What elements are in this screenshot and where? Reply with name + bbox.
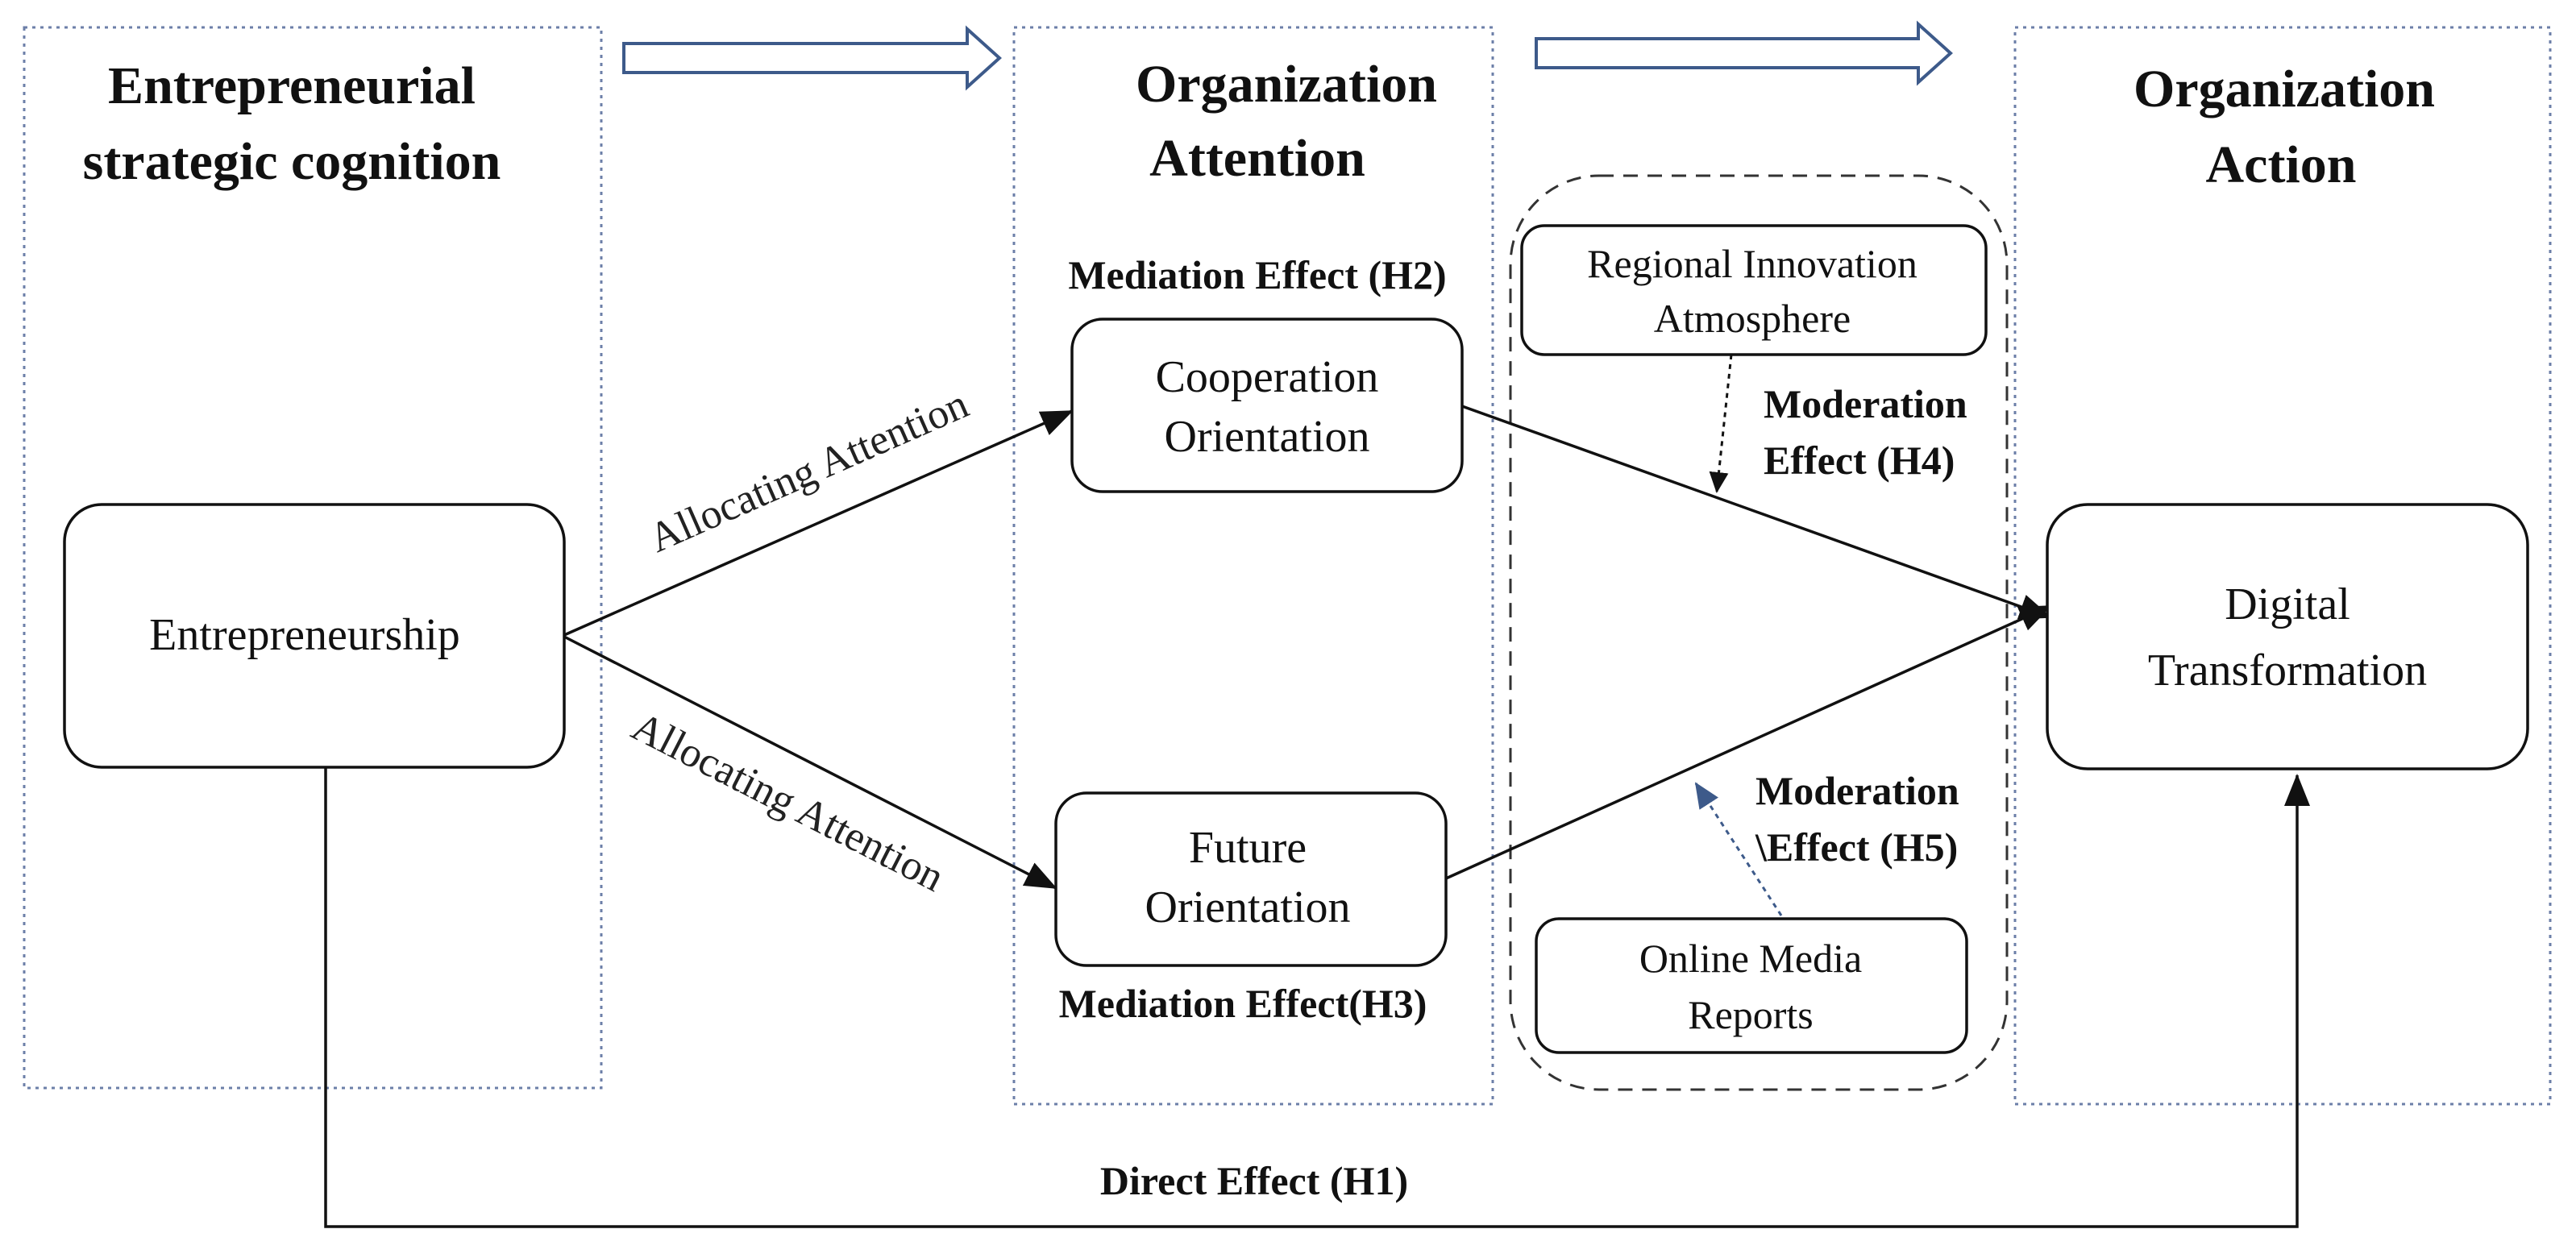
flow-arrow-1 — [622, 25, 1002, 91]
allocating-attention-upper-label: Allocating Attention — [642, 381, 975, 562]
node-future-orientation — [1054, 791, 1448, 967]
flow-arrow-2 — [1535, 20, 1953, 86]
mediation-h3-label: Mediation Effect(H3) — [1059, 981, 1427, 1026]
panel-title-action-line1: Organization — [2134, 60, 2435, 118]
node-digital-line1: Digital — [2225, 579, 2350, 629]
node-cooperation-line1: Cooperation — [1156, 352, 1379, 402]
mediation-h2-label: Mediation Effect (H2) — [1068, 252, 1446, 297]
node-regional-line2: Atmosphere — [1654, 296, 1851, 341]
panel-cognition — [23, 26, 603, 1090]
direct-effect-line — [324, 767, 2310, 1228]
arrow-to-future — [563, 635, 1057, 890]
node-regional-line1: Regional Innovation — [1587, 241, 1917, 286]
node-entrepreneurship-label: Entrepreneurship — [149, 610, 460, 660]
moderation-h4-line1: Moderation — [1764, 381, 1967, 426]
moderation-arrow-h5 — [1694, 782, 1783, 916]
node-digital-transformation — [2046, 503, 2529, 770]
arrow-cooperation-to-digital — [1461, 405, 2052, 620]
direct-effect-label: Direct Effect (H1) — [1100, 1158, 1408, 1203]
node-online-line1: Online Media — [1639, 936, 1862, 981]
moderation-arrow-h4 — [1709, 354, 1733, 493]
node-future-line1: Future — [1189, 823, 1307, 873]
allocating-attention-lower-label: Allocating Attention — [625, 704, 951, 901]
node-cooperation-line2: Orientation — [1164, 412, 1369, 462]
node-cooperation-orientation — [1070, 318, 1464, 493]
moderation-h5-line2: \Effect (H5) — [1755, 824, 1958, 870]
panel-action — [2013, 26, 2552, 1106]
node-future-line2: Orientation — [1145, 882, 1350, 932]
arrow-future-to-digital — [1445, 604, 2052, 880]
panel-title-attention-line2: Attention — [1149, 129, 1365, 188]
moderation-h4-line2: Effect (H4) — [1764, 438, 1955, 483]
moderator-group — [1509, 174, 2009, 1091]
node-regional-innovation — [1520, 224, 1988, 356]
node-online-media — [1535, 917, 1968, 1054]
node-digital-line2: Transformation — [2148, 646, 2427, 696]
moderation-h5-line1: Moderation — [1755, 768, 1959, 813]
arrow-to-cooperation — [563, 409, 1074, 637]
panel-title-attention-line1: Organization — [1136, 55, 1437, 114]
panel-title-action-line2: Action — [2206, 135, 2357, 194]
node-entrepreneurship — [63, 503, 566, 769]
panel-title-cognition-line1: Entrepreneurial — [108, 56, 476, 115]
panel-title-cognition-line2: strategic cognition — [83, 132, 501, 191]
node-online-line2: Reports — [1688, 992, 1814, 1037]
panel-attention — [1012, 26, 1494, 1106]
